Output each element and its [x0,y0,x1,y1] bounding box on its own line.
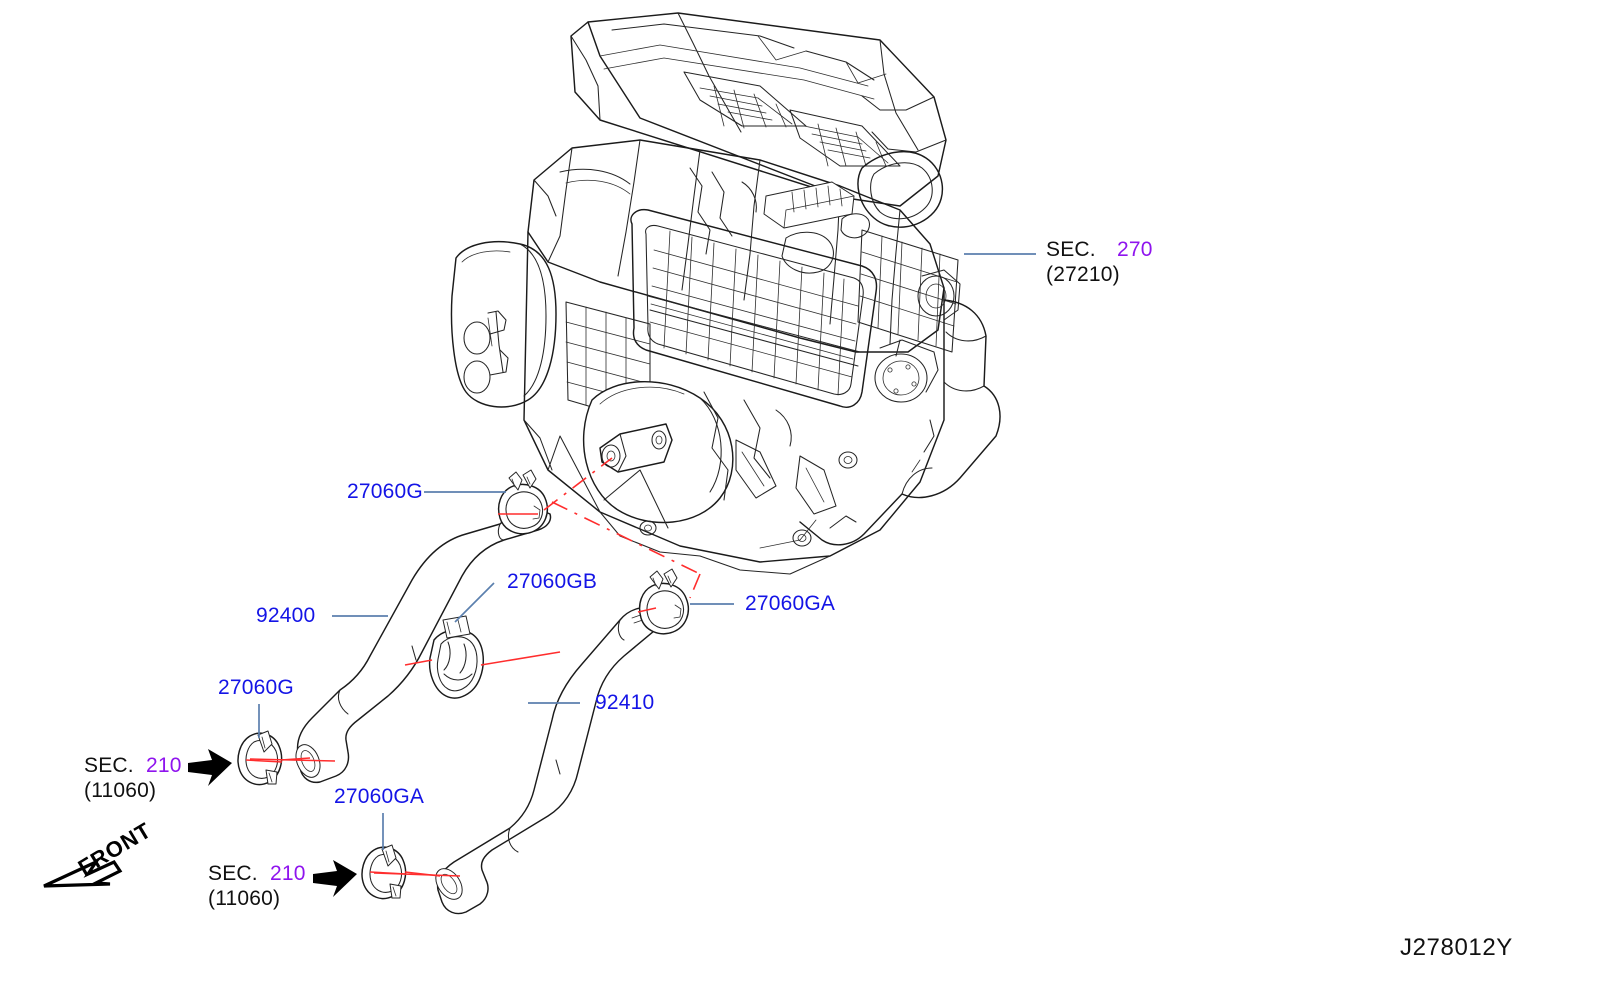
label-27060ga-upper[interactable]: 27060GA [745,592,835,615]
lower-case-mechanism [523,231,961,563]
drawing-code: J278012Y [1400,934,1513,961]
label-27060g-lower[interactable]: 27060G [218,676,294,699]
front-direction-indicator: FRONT [43,817,156,888]
label-27060ga-lower[interactable]: 27060GA [334,785,424,808]
sec-210-upper-prefix: SEC. [84,754,134,777]
label-92410[interactable]: 92410 [595,691,654,714]
sec-210-lower-sub: (11060) [208,887,280,910]
heater-case-upper [527,139,945,353]
callout-sec-210-upper[interactable]: SEC. 210 (11060) [84,754,182,802]
sec-270-number: 270 [1117,238,1153,261]
label-27060g-upper[interactable]: 27060G [347,480,423,503]
sec-210-upper-number: 210 [146,754,182,777]
lower-apron [523,419,831,575]
sec-210-upper-sub: (11060) [84,779,156,802]
clamp-27060ga-lower-art [361,844,407,900]
cabin-filter-grille [630,208,878,408]
rear-grille-panel [857,229,959,353]
sec-270-sub: (27210) [1046,263,1120,286]
clamp-27060g-upper-art [497,469,549,535]
clamp-27060g-lower-art [237,730,283,786]
sec-270-prefix: SEC. [1046,238,1096,261]
assembly-path-lines [245,457,701,877]
callout-labels: SEC. 270 (27210) 27060G 92400 27060GB 27… [84,238,1153,910]
sec-210-lower-prefix: SEC. [208,862,258,885]
arrow-sec-210-lower [313,860,357,897]
blower-fan-wheel [582,381,734,524]
section-arrows [188,749,357,897]
clamp-27060ga-upper-art [638,568,690,635]
arrow-sec-210-upper [188,749,232,786]
heater-hose-92400 [295,507,552,784]
foot-outlet-duct [799,299,1001,546]
clip-27060gb-art [428,615,484,699]
blower-motor-housing [450,241,557,408]
leader-27060gb [454,582,495,623]
label-92400[interactable]: 92400 [256,604,315,627]
front-arrow-icon [43,858,123,888]
callout-sec-210-lower[interactable]: SEC. 210 (11060) [208,862,306,910]
heater-unit-assembly-drawing [450,12,1001,575]
sec-210-lower-number: 210 [270,862,306,885]
callout-sec-270[interactable]: SEC. 270 (27210) [1046,238,1153,286]
label-27060gb[interactable]: 27060GB [507,570,597,593]
leader-lines [258,253,1036,850]
defroster-duct [570,12,947,228]
